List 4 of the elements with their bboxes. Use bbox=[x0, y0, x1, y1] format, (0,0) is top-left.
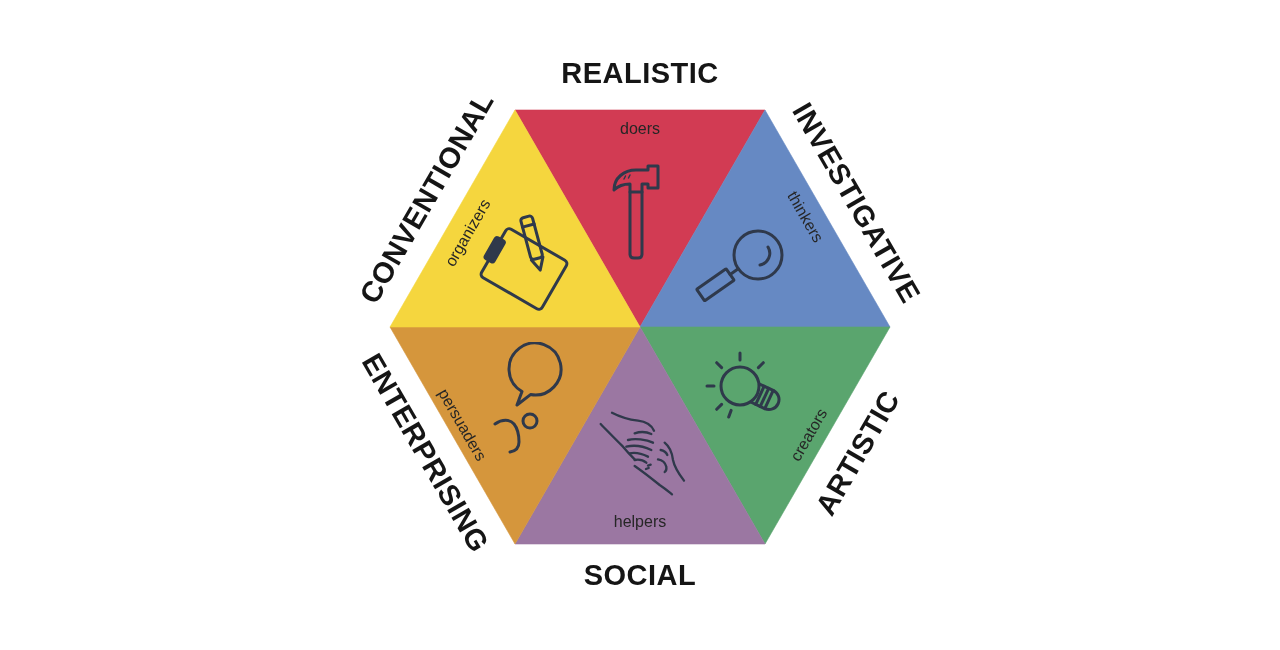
category-heading: REALISTIC bbox=[561, 58, 719, 88]
category-label: helpers bbox=[613, 514, 667, 530]
category-heading: SOCIAL bbox=[583, 560, 697, 590]
category-label: doers bbox=[620, 121, 660, 137]
